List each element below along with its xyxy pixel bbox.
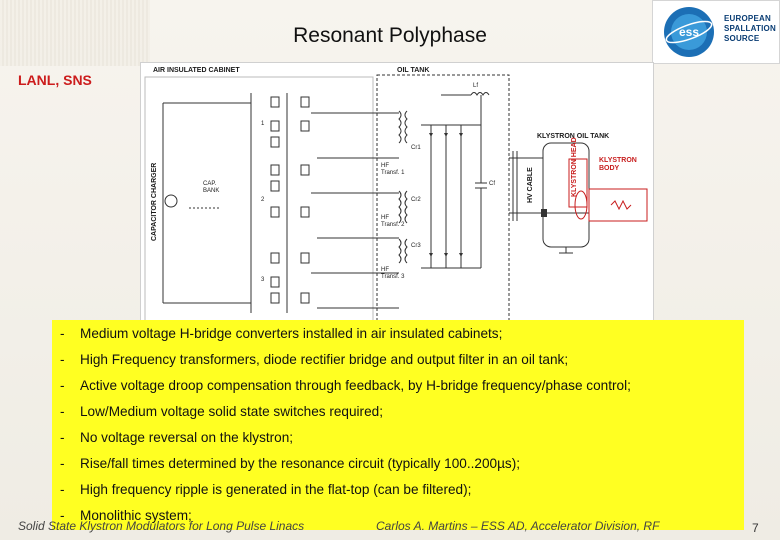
bullet-text: Medium voltage H-bridge converters insta… bbox=[80, 326, 503, 341]
footer-left: Solid State Klystron Modulators for Long… bbox=[18, 519, 305, 533]
bullet-marker: - bbox=[60, 508, 65, 523]
bullet-item: - High frequency ripple is generated in … bbox=[52, 478, 742, 502]
ess-logo: ess bbox=[652, 0, 780, 64]
label-hf-transf-2: HF Transf. 2 bbox=[381, 215, 405, 228]
bullet-item: - No voltage reversal on the klystron; bbox=[52, 426, 742, 450]
label-phase-1: 1 bbox=[261, 121, 265, 127]
bullet-item: - Medium voltage H-bridge converters ins… bbox=[52, 322, 742, 346]
ess-logo-mark-text: ess bbox=[679, 25, 699, 39]
label-lf: Lf bbox=[473, 83, 479, 89]
label-cap-bank: CAP. BANK bbox=[203, 181, 220, 194]
label-cr3: Cr3 bbox=[411, 243, 421, 249]
corner-decoration bbox=[0, 0, 150, 66]
bullet-marker: - bbox=[60, 326, 65, 341]
label-klystron-body: KLYSTRON BODY bbox=[599, 157, 637, 172]
label-capacitor-charger: CAPACITOR CHARGER bbox=[151, 162, 158, 241]
ess-logo-text: EUROPEAN SPALLATION SOURCE bbox=[724, 14, 778, 44]
bullet-text: High Frequency transformers, diode recti… bbox=[80, 352, 569, 367]
label-hf-transf-1: HF Transf. 1 bbox=[381, 163, 405, 176]
bullet-text: Active voltage droop compensation throug… bbox=[80, 378, 631, 393]
label-hv-cable: HV CABLE bbox=[527, 167, 534, 203]
label-klystron-oil-tank: KLYSTRON OIL TANK bbox=[537, 133, 610, 140]
footer-middle: Carlos A. Martins – ESS AD, Accelerator … bbox=[376, 519, 660, 533]
page-number: 7 bbox=[752, 521, 759, 535]
bullet-item: - High Frequency transformers, diode rec… bbox=[52, 348, 742, 372]
bullet-item: - Monolithic system; bbox=[52, 504, 742, 528]
bullet-item: - Rise/fall times determined by the reso… bbox=[52, 452, 742, 476]
logo-line-2: SPALLATION bbox=[724, 24, 776, 33]
bullet-text: High frequency ripple is generated in th… bbox=[80, 482, 472, 497]
bullet-marker: - bbox=[60, 404, 65, 419]
label-phase-3: 3 bbox=[261, 277, 265, 283]
logo-line-1: EUROPEAN bbox=[724, 14, 771, 23]
label-air-cabinet: AIR INSULATED CABINET bbox=[153, 67, 240, 74]
circuit-diagram: AIR INSULATED CABINET OIL TANK KLYSTRON … bbox=[140, 62, 654, 326]
bullet-text: Rise/fall times determined by the resona… bbox=[80, 456, 521, 471]
bullet-marker: - bbox=[60, 482, 65, 497]
bullet-item: - Active voltage droop compensation thro… bbox=[52, 374, 742, 398]
bullet-marker: - bbox=[60, 352, 65, 367]
label-cr1: Cr1 bbox=[411, 145, 421, 151]
bullet-text: No voltage reversal on the klystron; bbox=[80, 430, 294, 445]
label-phase-2: 2 bbox=[261, 197, 265, 203]
label-cf: Cf bbox=[489, 181, 495, 187]
label-oil-tank: OIL TANK bbox=[397, 67, 430, 74]
circuit-schematic bbox=[144, 74, 648, 322]
label-klystron-head: KLYSTRON HEAD bbox=[571, 137, 578, 197]
bullet-marker: - bbox=[60, 456, 65, 471]
slide-title: Resonant Polyphase bbox=[293, 24, 487, 47]
ess-logo-mark: ess bbox=[664, 7, 714, 57]
bullet-item: - Low/Medium voltage solid state switche… bbox=[52, 400, 742, 424]
bullet-text: Monolithic system; bbox=[80, 508, 192, 523]
slide-subtitle: LANL, SNS bbox=[18, 72, 92, 88]
label-cr2: Cr2 bbox=[411, 197, 421, 203]
bullet-list: - Medium voltage H-bridge converters ins… bbox=[52, 320, 744, 530]
logo-line-3: SOURCE bbox=[724, 34, 760, 43]
bullet-marker: - bbox=[60, 430, 65, 445]
bullet-marker: - bbox=[60, 378, 65, 393]
label-hf-transf-3: HF Transf. 3 bbox=[381, 267, 405, 280]
bullet-text: Low/Medium voltage solid state switches … bbox=[80, 404, 383, 419]
